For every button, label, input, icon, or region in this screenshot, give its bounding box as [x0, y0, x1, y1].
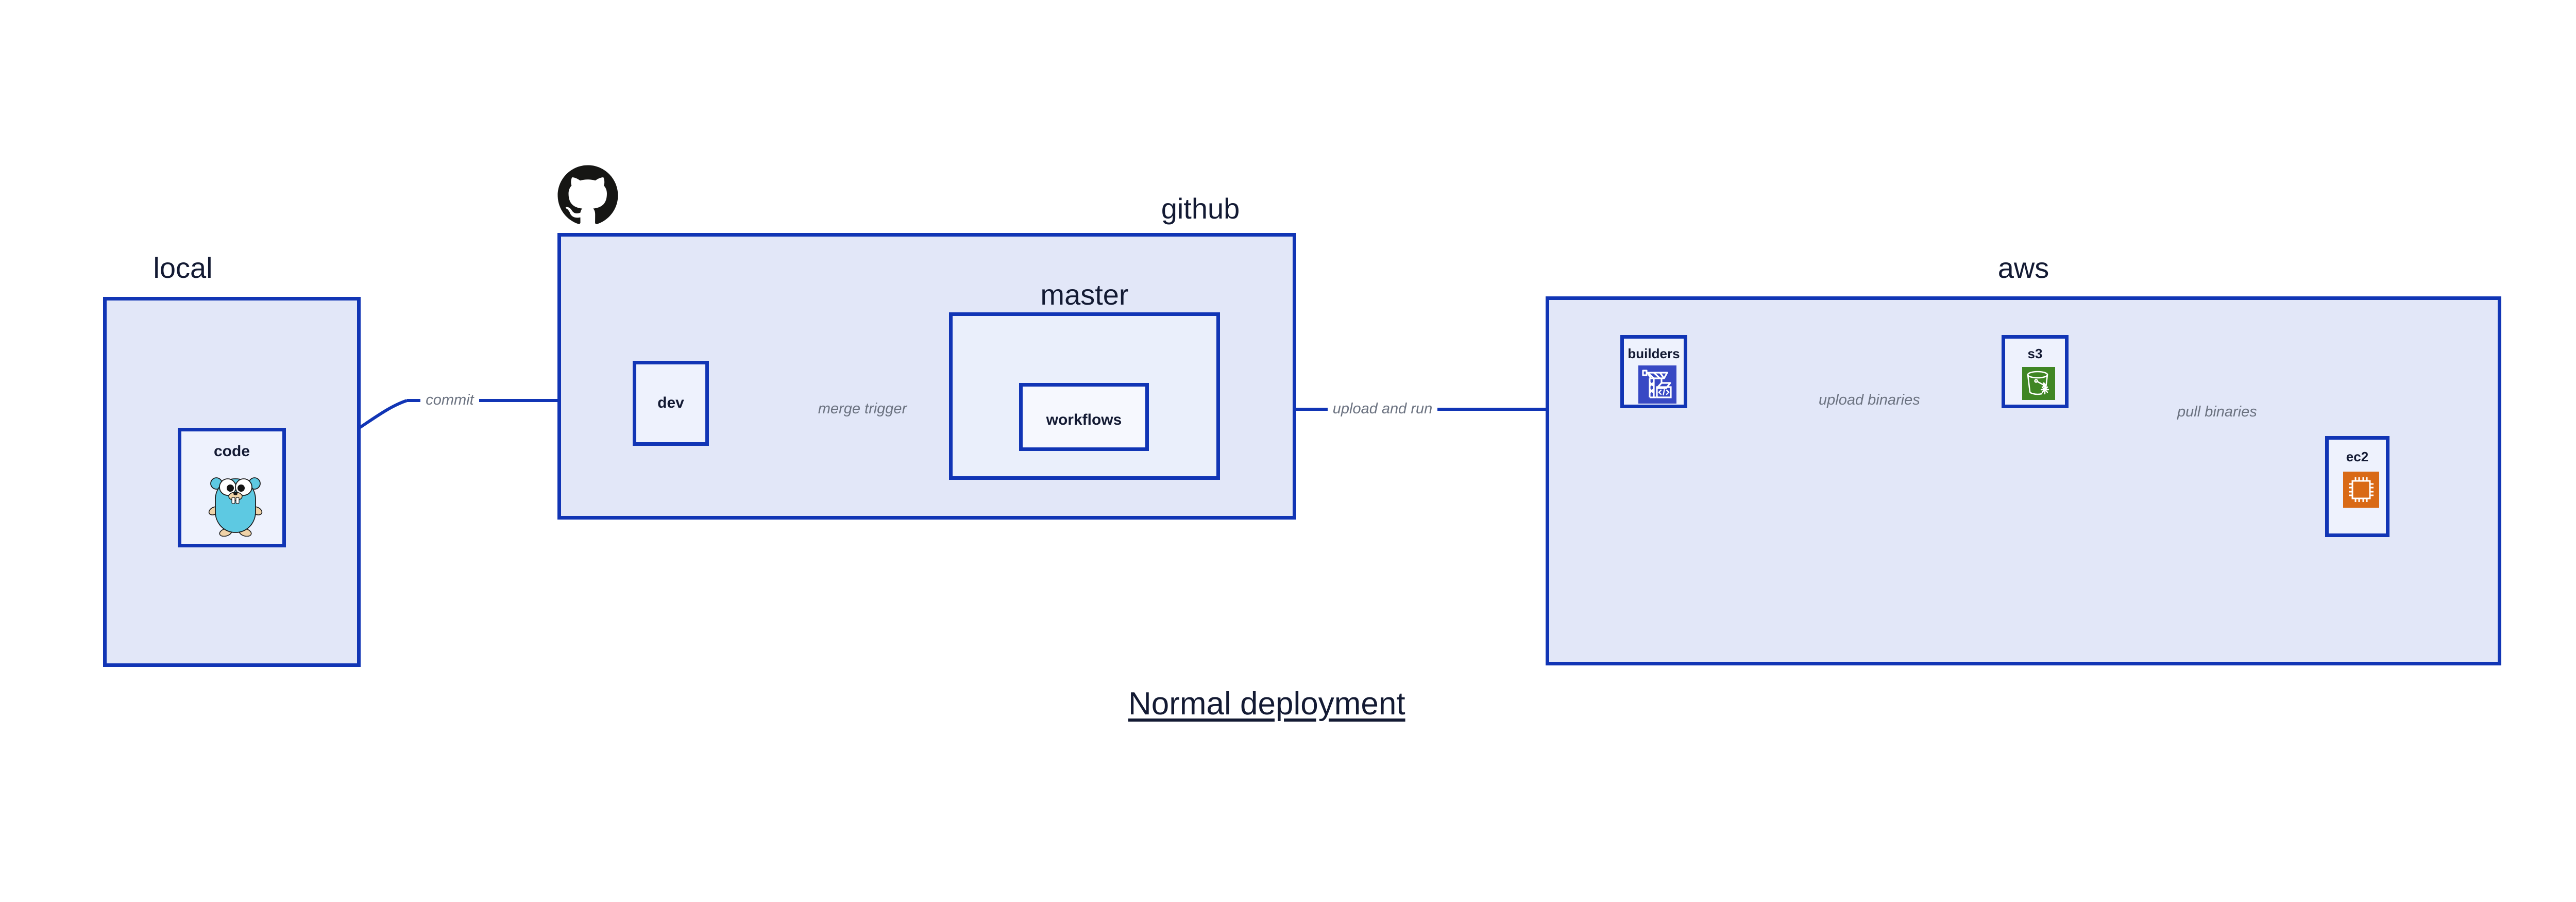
node-ec2[interactable]: ec2 — [2325, 436, 2389, 537]
github-octocat-icon — [556, 164, 619, 227]
node-dev[interactable]: dev — [633, 361, 709, 446]
node-label-code: code — [213, 443, 250, 460]
node-label-ec2: ec2 — [2346, 449, 2369, 464]
group-label-local: local — [153, 252, 213, 284]
aws-ec2-icon — [2343, 472, 2379, 508]
group-label-master: master — [1040, 278, 1129, 311]
node-label-builders: builders — [1628, 346, 1680, 361]
edge-label-commit: commit — [426, 392, 474, 408]
edge-label-upload-and-run: upload and run — [1332, 400, 1433, 417]
edge-label-pull-binaries: pull binaries — [2177, 404, 2257, 420]
node-workflows[interactable]: workflows — [1019, 383, 1149, 451]
group-label-github: github — [1161, 192, 1240, 225]
go-gopher-icon — [208, 470, 263, 537]
aws-builders-icon — [1638, 365, 1676, 404]
node-label-s3: s3 — [2027, 346, 2043, 361]
node-code[interactable]: code — [178, 428, 286, 547]
aws-s3-icon — [2022, 367, 2055, 400]
node-label-workflows: workflows — [1046, 411, 1122, 428]
page-title: Normal deployment — [1128, 686, 1405, 722]
node-builders[interactable]: builders — [1620, 335, 1687, 408]
group-label-aws: aws — [1997, 252, 2049, 284]
edge-label-merge-trigger: merge trigger — [818, 400, 907, 417]
node-label-dev: dev — [657, 394, 684, 411]
node-s3[interactable]: s3 — [2002, 335, 2069, 408]
edge-label-upload-binaries: upload binaries — [1819, 392, 1920, 408]
